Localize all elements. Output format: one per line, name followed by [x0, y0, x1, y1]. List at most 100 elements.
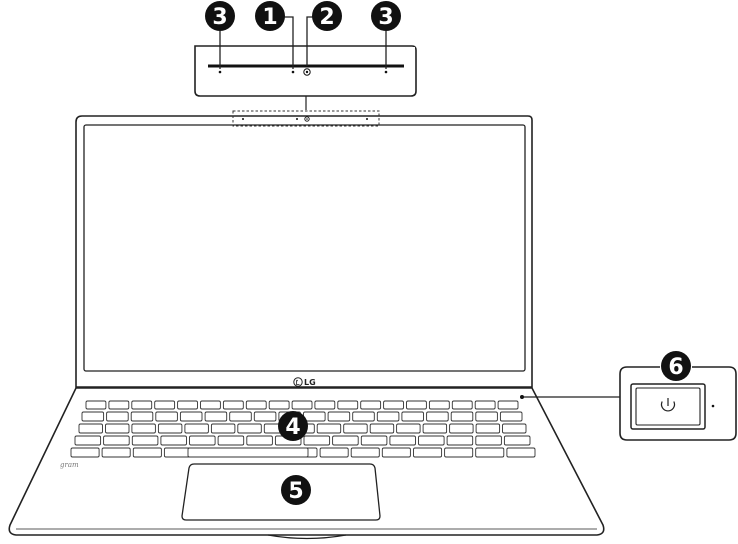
keyboard-key	[382, 448, 410, 457]
model-mark-text: gram	[60, 461, 79, 469]
keyboard-key	[132, 424, 156, 433]
svg-text:1: 1	[262, 5, 277, 30]
keyboard-key	[476, 424, 500, 433]
svg-text:6: 6	[668, 355, 683, 380]
keyboard-key	[79, 424, 103, 433]
keyboard-key	[397, 424, 421, 433]
keyboard-key	[402, 412, 424, 421]
keyboard-key	[414, 448, 442, 457]
keyboard-key	[223, 401, 243, 409]
keyboard-key	[500, 412, 522, 421]
keyboard-key	[451, 412, 473, 421]
keyboard-key	[315, 401, 335, 409]
keyboard-key	[475, 401, 495, 409]
keyboard-key	[246, 401, 266, 409]
keyboard-key	[344, 424, 368, 433]
svg-text:4: 4	[285, 415, 300, 440]
keyboard-key	[205, 412, 227, 421]
keyboard-key	[507, 448, 535, 457]
keyboard-key	[292, 401, 312, 409]
keyboard-key	[102, 448, 130, 457]
power-indicator-led	[712, 405, 715, 408]
right-microphone-dot	[385, 71, 388, 74]
keyboard-key	[498, 401, 518, 409]
keyboard-key	[320, 448, 348, 457]
keyboard-key	[419, 436, 445, 445]
keyboard-key	[427, 412, 449, 421]
keyboard-key	[86, 401, 106, 409]
keyboard-key	[254, 412, 276, 421]
keyboard-key	[104, 436, 130, 445]
keyboard-key	[476, 448, 504, 457]
spacebar-key	[188, 448, 308, 457]
brand-logo-text: LG	[304, 378, 316, 387]
keyboard-key	[370, 424, 394, 433]
keyboard-key	[133, 448, 161, 457]
keyboard-key	[304, 412, 326, 421]
keyboard-key	[447, 436, 473, 445]
keyboard-key	[131, 412, 153, 421]
svg-text:2: 2	[319, 5, 334, 30]
keyboard-key	[450, 424, 474, 433]
keyboard-key	[476, 412, 498, 421]
keyboard-key	[476, 436, 502, 445]
keyboard-key	[333, 436, 359, 445]
keyboard-key	[452, 401, 472, 409]
left-microphone-dot	[219, 71, 222, 74]
keyboard-key	[407, 401, 427, 409]
keyboard-key	[155, 401, 175, 409]
keyboard-key	[377, 412, 399, 421]
keyboard-key	[156, 412, 178, 421]
touchpad	[182, 464, 380, 520]
laptop-lid: LG	[76, 111, 532, 387]
keyboard-key	[190, 436, 216, 445]
keyboard-key	[230, 412, 252, 421]
keyboard-key	[238, 424, 261, 433]
keyboard-key	[158, 424, 182, 433]
keyboard-key	[75, 436, 101, 445]
callout-badge-6: 6	[661, 351, 691, 381]
keyboard-key	[109, 401, 129, 409]
callout-badge-5: 5	[281, 475, 311, 505]
keyboard-key	[503, 424, 527, 433]
camera-indicator-dot	[292, 71, 295, 74]
keyboard-key	[132, 401, 152, 409]
keyboard-key	[504, 436, 530, 445]
keyboard-key	[201, 401, 221, 409]
power-button	[636, 388, 700, 425]
display-screen	[84, 125, 525, 371]
keyboard-key	[180, 412, 202, 421]
laptop-base: gram	[9, 388, 604, 539]
keyboard-key	[328, 412, 350, 421]
keyboard-key	[361, 401, 381, 409]
callout-badge-3-right: 3	[371, 1, 401, 31]
keyboard-key	[351, 448, 379, 457]
keyboard-key	[269, 401, 289, 409]
keyboard-key	[71, 448, 99, 457]
callout-badge-1: 1	[255, 1, 285, 31]
bezel-zoom-panel	[195, 17, 416, 110]
keyboard-key	[178, 401, 198, 409]
keyboard-key	[361, 436, 387, 445]
svg-text:5: 5	[288, 479, 303, 504]
keyboard-key	[338, 401, 358, 409]
keyboard-key	[132, 436, 158, 445]
keyboard-key	[353, 412, 375, 421]
keyboard-key	[106, 424, 130, 433]
keyboard-key	[423, 424, 447, 433]
keyboard-key	[317, 424, 341, 433]
keyboard-key	[161, 436, 187, 445]
keyboard-key	[445, 448, 473, 457]
keyboard-key	[107, 412, 129, 421]
keyboard-key	[390, 436, 416, 445]
keyboard-key	[82, 412, 104, 421]
svg-text:3: 3	[212, 5, 227, 30]
keyboard-key	[218, 436, 244, 445]
keyboard-key	[384, 401, 404, 409]
callout-badge-2: 2	[312, 1, 342, 31]
keyboard-key	[304, 436, 330, 445]
callout-badge-3-left: 3	[205, 1, 235, 31]
keyboard-key	[247, 436, 273, 445]
keyboard-key	[211, 424, 235, 433]
